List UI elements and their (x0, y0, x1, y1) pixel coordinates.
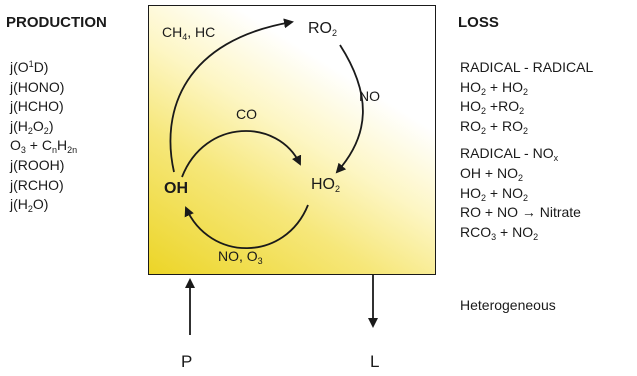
radical-radical-title: RADICAL - RADICAL (460, 59, 594, 75)
production-item: j(H2O2) (10, 117, 54, 136)
production-heading: PRODUCTION (6, 14, 107, 31)
loss-flow-label: L (370, 352, 380, 371)
loss-item: HO2 + HO2 (460, 78, 528, 97)
oh-to-ro2-arrow (169, 18, 294, 173)
production-flow-label: P (181, 352, 193, 371)
production-item: O3 + CnH2n (10, 137, 78, 156)
co-label: CO (236, 106, 257, 122)
loss-heading: LOSS (458, 14, 499, 31)
oh-to-ho2-co-arrow (181, 130, 302, 178)
production-item: j(HONO) (10, 78, 65, 95)
ho2-to-oh-arrow (184, 204, 309, 250)
production-item: j(O1D) (10, 59, 49, 75)
loss-item: RO + NO → Nitrate (460, 204, 581, 221)
loss-item: RO2 + RO2 (460, 117, 528, 136)
ho2-node: HO2 (311, 176, 341, 194)
loss-list: RADICAL - RADICAL HO2 + HO2 HO2 +RO2 RO2… (460, 58, 593, 242)
production-item: j(HCHO) (10, 98, 64, 115)
oh-node: OH (164, 180, 188, 197)
heterogeneous-label: Heterogeneous (460, 297, 556, 313)
no-o3-label: NO, O3 (218, 248, 263, 266)
no-label: NO (359, 88, 380, 104)
ch4-hc-label: CH4, HC (162, 24, 216, 42)
radical-nox-title: RADICAL - NOx (460, 145, 559, 164)
ro2-node: RO2 (308, 20, 338, 38)
ro2-to-ho2-arrow (335, 44, 364, 174)
loss-item: HO2 +RO2 (460, 98, 525, 117)
production-item: j(RCHO) (10, 176, 64, 193)
production-item: j(ROOH) (10, 156, 65, 173)
loss-item: HO2 + NO2 (460, 184, 528, 203)
loss-item: OH + NO2 (460, 164, 523, 183)
production-list: j(O1D) j(HONO) j(HCHO) j(H2O2) O3 + CnH2… (10, 58, 77, 215)
loss-item: RCO3 + NO2 (460, 223, 539, 242)
production-item: j(H2O) (10, 196, 49, 215)
